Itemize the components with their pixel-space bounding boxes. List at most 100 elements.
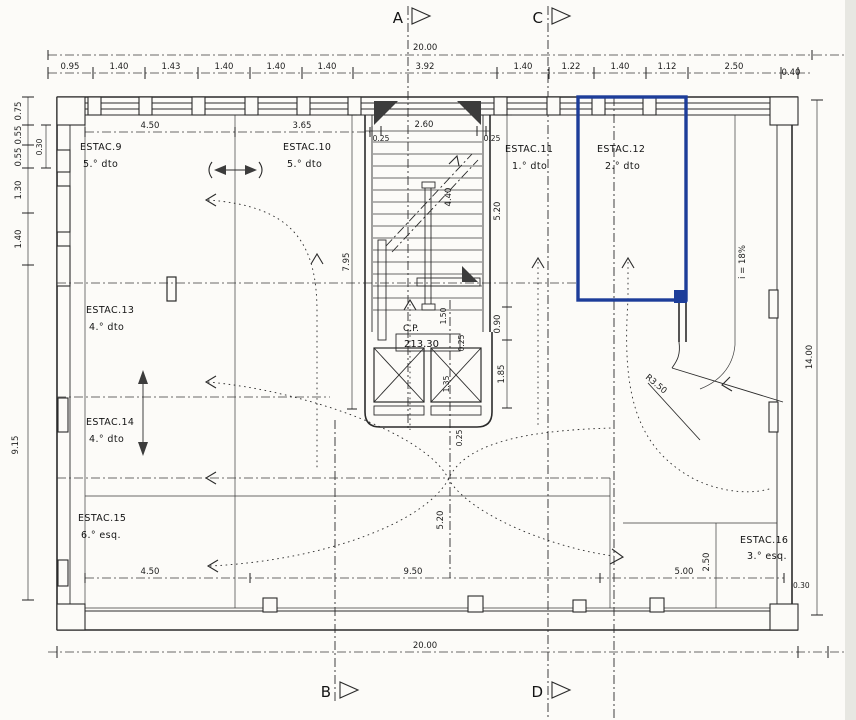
dim-core-left: 7.95 [342, 253, 352, 272]
dim-left-3: 1.30 [14, 181, 24, 200]
interior-partitions [57, 115, 777, 608]
dim-bay-left: 4.50 [141, 121, 160, 131]
wall-hatch-triangle [374, 101, 398, 125]
room-label-estac-10: ESTAC.10 5.° dto [283, 142, 331, 170]
dim-right-total: 14.00 [805, 345, 815, 369]
dim-bay-mid: 3.65 [293, 121, 312, 131]
dim-est15-width: 4.50 [141, 567, 160, 577]
room-label-estac-9: ESTAC.9 5.° dto [80, 142, 122, 170]
svg-text:ESTAC.11: ESTAC.11 [505, 144, 553, 155]
svg-text:ESTAC.10: ESTAC.10 [283, 142, 331, 153]
dim-top-total: 20.00 [413, 43, 437, 53]
svg-text:A: A [393, 9, 404, 27]
dim-top-0: 0.95 [61, 62, 80, 72]
dim-bottom-total: 20.00 [413, 641, 437, 651]
scan-edge [845, 0, 856, 720]
section-arrow-c [551, 7, 572, 25]
dimension-left: 0.75 0.55 0.55 1.30 1.40 9.15 0.30 [11, 96, 51, 601]
svg-text:5.° dto: 5.° dto [287, 159, 322, 170]
section-marker-a: A [393, 7, 432, 27]
svg-text:2.° dto: 2.° dto [605, 161, 640, 172]
dim-left-4: 1.40 [14, 230, 24, 249]
dim-top-5: 1.40 [318, 62, 337, 72]
section-markers: A C B D [321, 7, 572, 701]
selection-highlight[interactable] [576, 95, 688, 303]
two-way-arrow-vertical [138, 370, 148, 456]
dim-stair-run: 4.40 [444, 188, 454, 207]
svg-text:3.° esq.: 3.° esq. [747, 551, 787, 562]
dim-elev-bay: 1.85 [497, 365, 507, 384]
dim-lobby: 1.50 [439, 307, 448, 324]
section-marker-b: B [321, 681, 360, 701]
dim-est16-height: 2.50 [702, 553, 712, 572]
dim-stair-width: 2.60 [415, 120, 434, 130]
svg-text:ESTAC.16: ESTAC.16 [740, 535, 788, 546]
column [166, 276, 177, 302]
ramp: R3.50 i = 18% [643, 115, 784, 441]
dim-aisle-height: 5.20 [436, 511, 446, 530]
svg-text:5.° dto: 5.° dto [83, 159, 118, 170]
dimension-right: 14.00 [805, 99, 823, 616]
section-lines [334, 6, 615, 718]
dim-top-7: 1.40 [514, 62, 533, 72]
dim-left-2: 0.55 [14, 148, 24, 167]
dim-core-right: 5.20 [493, 202, 503, 221]
dim-stair-side-l: 0.25 [373, 134, 390, 143]
two-way-arrow-horizontal [208, 161, 263, 179]
section-arrow-b [339, 681, 360, 699]
dim-top-11: 2.50 [725, 62, 744, 72]
dim-left-5: 9.15 [11, 436, 21, 455]
highlight-rect-estac-12[interactable] [576, 95, 688, 302]
elevators: C.P. 213.30 [364, 300, 493, 578]
dim-lobby-side: 0.90 [493, 315, 503, 334]
room-label-estac-11: ESTAC.11 1.° dto [505, 144, 553, 172]
highlight-handle[interactable] [674, 290, 687, 303]
floor-level-mark: C.P. 213.30 [395, 324, 461, 352]
dim-wall-t: 0.25 [457, 334, 466, 351]
dim-top-8: 1.22 [562, 62, 581, 72]
section-arrow-d [551, 681, 572, 699]
dim-aisle-width: 9.50 [404, 567, 423, 577]
elevator-shaft-right [430, 347, 482, 416]
dim-top-2: 1.43 [162, 62, 181, 72]
level-value: 213.30 [404, 339, 439, 350]
svg-text:C: C [533, 9, 543, 27]
svg-text:ESTAC.14: ESTAC.14 [86, 417, 134, 428]
interior-dimensions: 4.50 3.65 0.25 2.60 0.25 7.95 5.20 0.90 … [84, 114, 810, 590]
elevator-shaft-left [373, 347, 425, 416]
dim-left-0: 0.75 [14, 102, 24, 121]
stair-treads [373, 141, 482, 311]
svg-text:B: B [321, 683, 331, 701]
drive-paths [138, 161, 773, 573]
svg-text:6.° esq.: 6.° esq. [81, 530, 121, 541]
svg-text:ESTAC.12: ESTAC.12 [597, 144, 645, 155]
svg-text:1.° dto: 1.° dto [512, 161, 547, 172]
ramp-radius-label: R3.50 [643, 373, 668, 397]
stair-core [364, 101, 491, 341]
svg-text:4.° dto: 4.° dto [89, 322, 124, 333]
dim-top-1: 1.40 [110, 62, 129, 72]
room-labels: ESTAC.9 5.° dto ESTAC.10 5.° dto ESTAC.1… [78, 142, 788, 562]
wall-hatch-triangle [457, 101, 481, 125]
wall-hatch-triangle [462, 266, 478, 282]
svg-text:ESTAC.15: ESTAC.15 [78, 513, 126, 524]
dim-top-9: 1.40 [611, 62, 630, 72]
dim-stair-side-r: 0.25 [484, 134, 501, 143]
level-prefix: C.P. [403, 324, 419, 334]
svg-text:ESTAC.13: ESTAC.13 [86, 305, 134, 316]
dim-est16-width: 5.00 [675, 567, 694, 577]
dim-below-core: 0.25 [455, 429, 464, 446]
svg-text:ESTAC.9: ESTAC.9 [80, 142, 122, 153]
ramp-slope-label: i = 18% [738, 245, 748, 279]
dim-left-sub: 0.30 [35, 138, 44, 155]
dim-top-4: 1.40 [267, 62, 286, 72]
dimension-top: 20.00 0.95 1.40 1.43 1.40 1.40 1.40 3.92… [47, 43, 846, 79]
stair-handrail [421, 181, 436, 311]
lobby-wall [416, 277, 481, 287]
dim-left-1: 0.55 [14, 126, 24, 145]
svg-text:D: D [531, 683, 543, 701]
building-walls [56, 96, 799, 631]
lobby-wall [377, 239, 387, 341]
dim-edge-bottom-right: 0.30 [793, 581, 810, 590]
